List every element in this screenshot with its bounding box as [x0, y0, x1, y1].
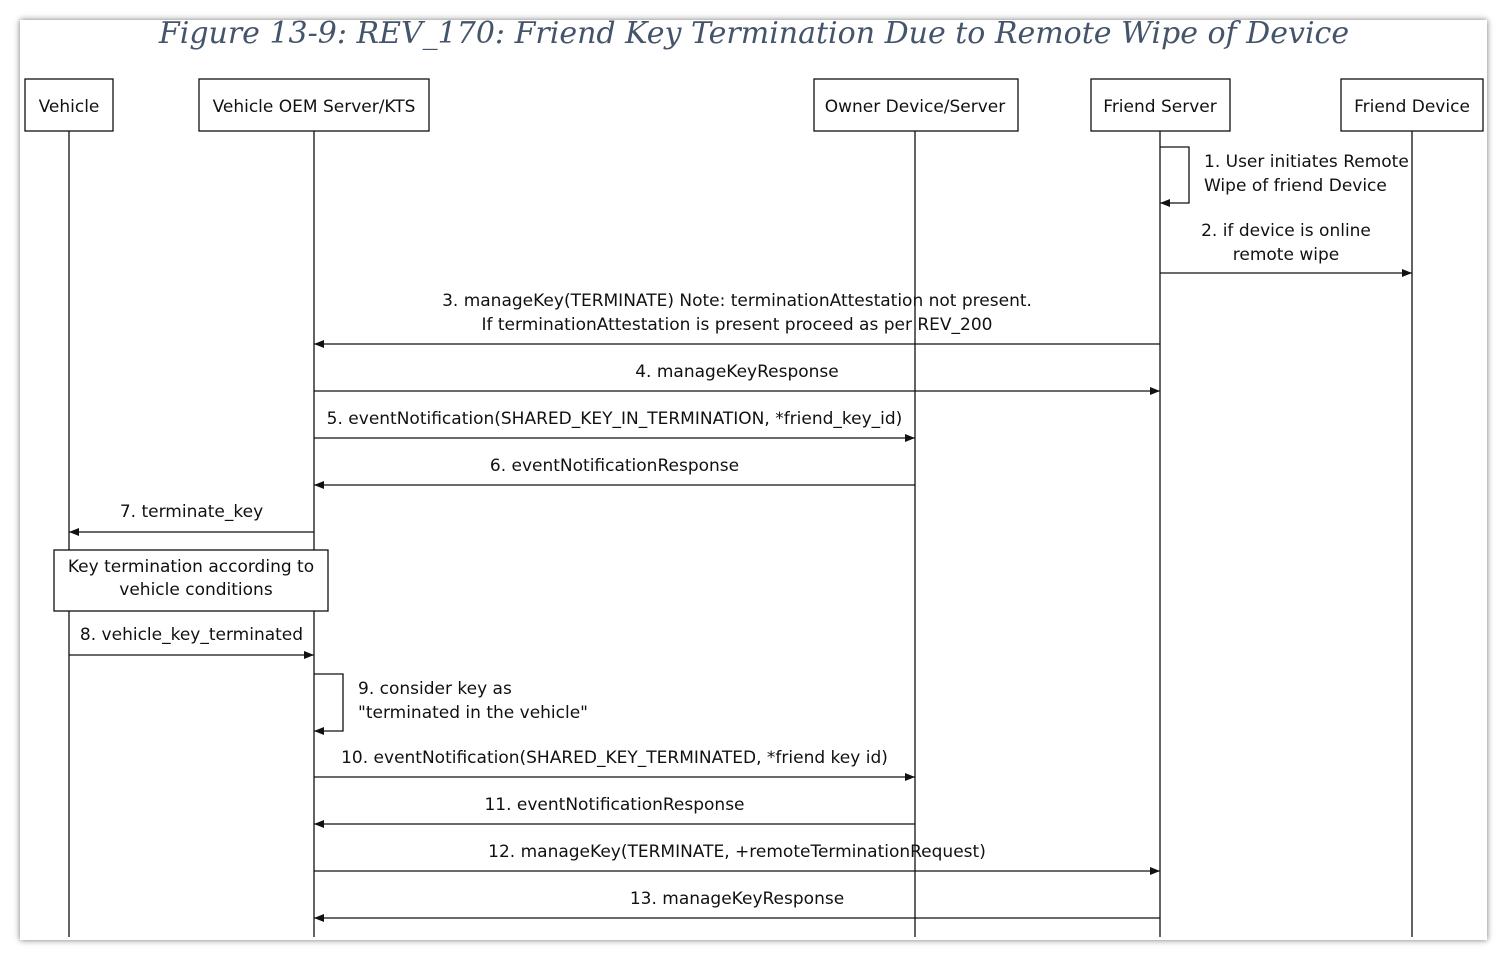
step-7-message: 7. terminate_key	[69, 502, 314, 536]
participant-label: Vehicle OEM Server/KTS	[213, 97, 416, 117]
participant-label: Owner Device/Server	[825, 97, 1006, 117]
participant-box	[813, 78, 1019, 132]
step-8-note: Key termination according to vehicle cond…	[53, 549, 329, 612]
participant-box	[1090, 78, 1231, 132]
message-label: If terminationAttestation is present pro…	[481, 315, 992, 335]
self-message-arrow	[314, 673, 344, 735]
note-label: vehicle conditions	[119, 580, 273, 600]
step-4-message: 4. manageKeyResponse	[314, 362, 1160, 395]
message-label: 4. manageKeyResponse	[635, 362, 839, 382]
note-box	[53, 549, 329, 612]
step-13-message: 12. manageKey(TERMINATE, +remoteTerminat…	[314, 842, 1160, 875]
message-label: 7. terminate_key	[120, 502, 263, 522]
message-label: 12. manageKey(TERMINATE, +remoteTerminat…	[488, 842, 986, 862]
self-message-label: Wipe of friend Device	[1204, 176, 1387, 196]
self-message-label: 9. consider key as	[358, 679, 512, 699]
message-label: 10. eventNotification(SHARED_KEY_TERMINA…	[341, 748, 888, 768]
step-11-message: 10. eventNotification(SHARED_KEY_TERMINA…	[314, 748, 915, 781]
note-label: Key termination according to	[68, 557, 314, 577]
message-label: remote wipe	[1233, 245, 1339, 265]
participant-box	[24, 78, 114, 132]
participant-label: Friend Server	[1103, 97, 1216, 117]
participant-vehicle: Vehicle	[24, 78, 114, 132]
participant-friend-device: Friend Device	[1340, 78, 1484, 132]
message-label: 6. eventNotificationResponse	[490, 456, 739, 476]
self-message-label: 1. User initiates Remote	[1204, 152, 1409, 172]
step-3-message: 3. manageKey(TERMINATE) Note: terminatio…	[314, 291, 1160, 348]
message-label: 3. manageKey(TERMINATE) Note: terminatio…	[442, 291, 1032, 311]
message-label: 13. manageKeyResponse	[630, 889, 844, 909]
message-label: 5. eventNotification(SHARED_KEY_IN_TERMI…	[327, 409, 903, 429]
step-12-message: 11. eventNotificationResponse	[314, 795, 915, 828]
message-label: 11. eventNotificationResponse	[484, 795, 744, 815]
step-2-message: 2. if device is online remote wipe	[1160, 221, 1412, 277]
message-label: 8. vehicle_key_terminated	[80, 625, 303, 645]
participant-oem: Vehicle OEM Server/KTS	[198, 78, 430, 132]
step-5-message: 5. eventNotification(SHARED_KEY_IN_TERMI…	[314, 409, 915, 442]
participant-owner: Owner Device/Server	[813, 78, 1019, 132]
figure-title: Figure 13-9: REV_170: Friend Key Termina…	[158, 16, 1350, 51]
self-message-arrow	[1160, 146, 1190, 207]
participant-label: Vehicle	[39, 97, 100, 117]
step-9-message: 8. vehicle_key_terminated	[69, 625, 314, 659]
step-14-message: 13. manageKeyResponse	[314, 889, 1160, 922]
self-message-label: "terminated in the vehicle"	[358, 703, 588, 723]
participant-label: Friend Device	[1354, 97, 1470, 117]
step-6-message: 6. eventNotificationResponse	[314, 456, 915, 489]
participant-friend-server: Friend Server	[1090, 78, 1231, 132]
message-label: 2. if device is online	[1201, 221, 1371, 241]
step-10-self: 9. consider key as "terminated in the veh…	[314, 673, 588, 735]
participant-box	[1340, 78, 1484, 132]
participant-box	[198, 78, 430, 132]
figure-frame	[20, 20, 1487, 940]
